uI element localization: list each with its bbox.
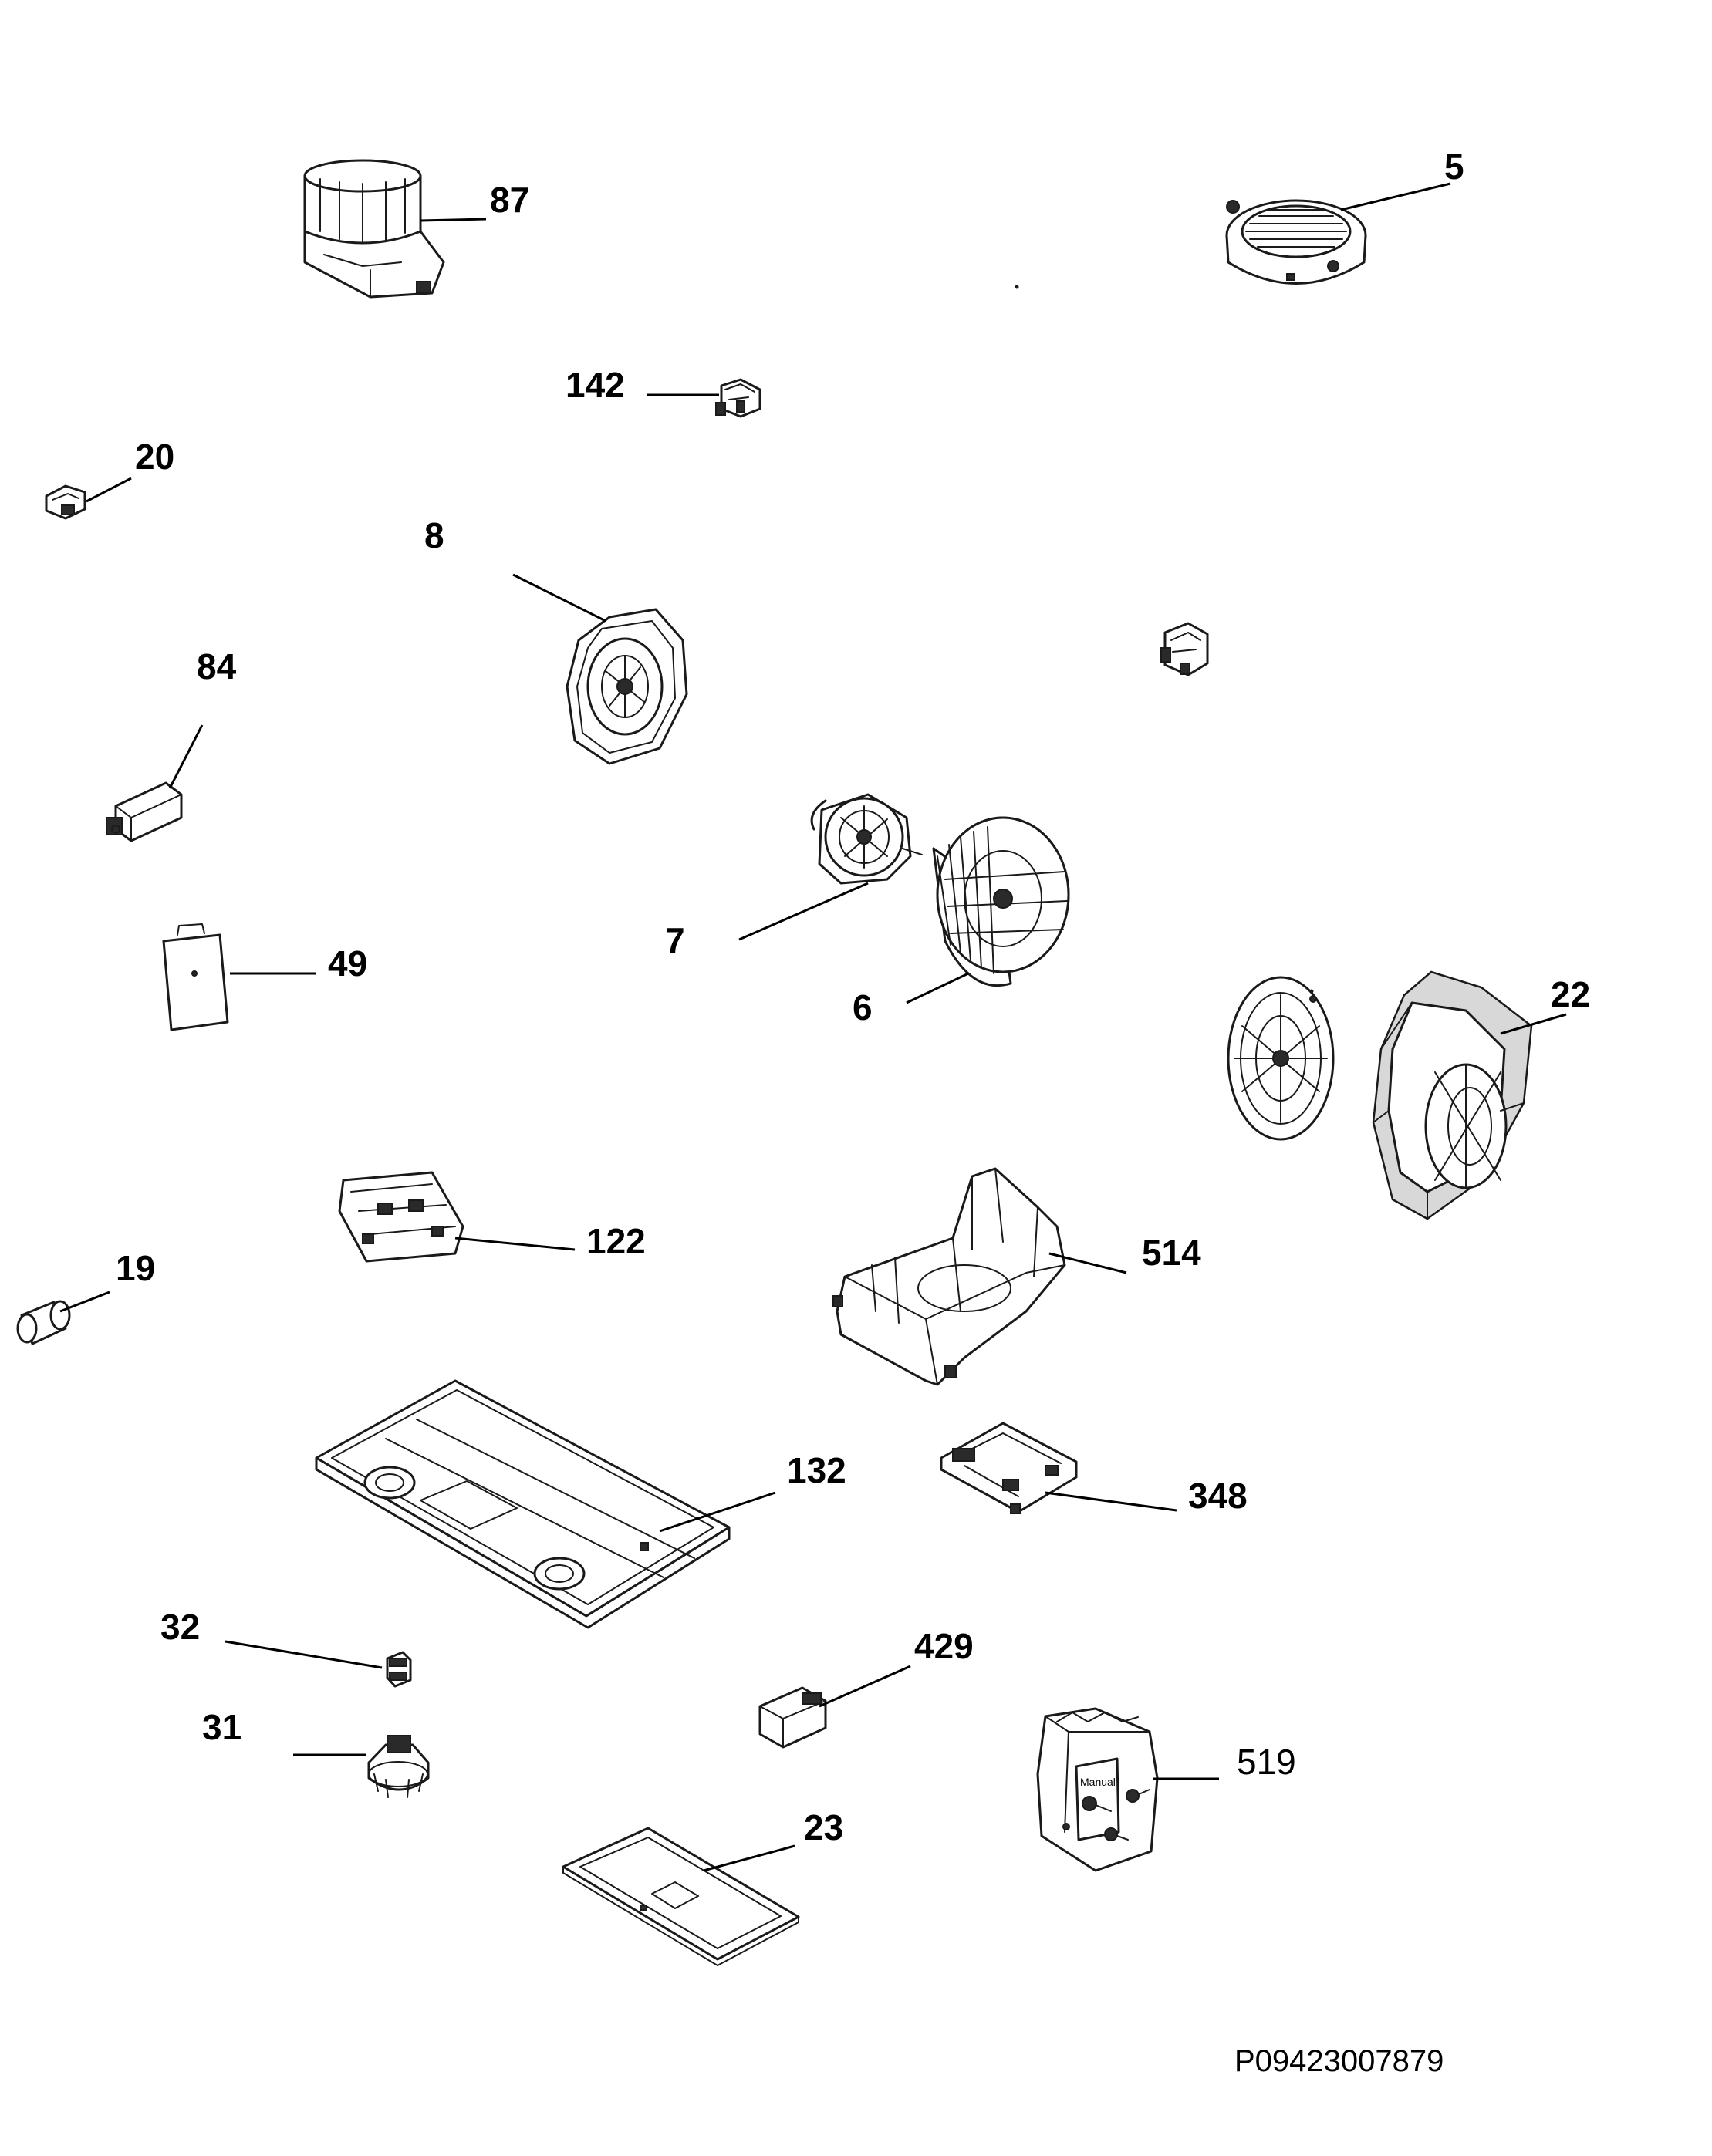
part-23-filter-panel[interactable] bbox=[562, 1827, 800, 1966]
leader-7 bbox=[738, 882, 869, 941]
leader-514 bbox=[1048, 1252, 1127, 1274]
callout-6: 6 bbox=[853, 987, 873, 1027]
leader-5 bbox=[1340, 182, 1451, 211]
part-519-manual-bag[interactable]: Manual bbox=[1036, 1707, 1159, 1872]
leader-20 bbox=[86, 477, 132, 503]
leader-84 bbox=[168, 724, 204, 789]
part-31-led-lamp[interactable] bbox=[367, 1735, 430, 1798]
callout-142: 142 bbox=[566, 365, 625, 405]
part-87-duct-collar[interactable] bbox=[303, 159, 445, 299]
callout-49: 49 bbox=[328, 943, 367, 984]
part-unlabelled-grille[interactable] bbox=[1227, 976, 1335, 1141]
part-19-cylinder[interactable] bbox=[16, 1300, 71, 1345]
callout-19: 19 bbox=[116, 1248, 155, 1288]
callout-23: 23 bbox=[804, 1807, 843, 1847]
part-49-plate[interactable] bbox=[162, 923, 229, 1031]
callout-7: 7 bbox=[665, 920, 685, 960]
callout-8: 8 bbox=[424, 515, 444, 555]
callout-31: 31 bbox=[202, 1707, 241, 1747]
leader-8 bbox=[512, 573, 606, 623]
leader-87 bbox=[420, 218, 487, 222]
leader-122 bbox=[454, 1237, 576, 1251]
callout-87: 87 bbox=[490, 180, 529, 220]
callout-20: 20 bbox=[135, 437, 174, 477]
callout-519: 519 bbox=[1237, 1742, 1296, 1782]
part-84-component-box[interactable] bbox=[106, 781, 183, 842]
part-122-control-module[interactable] bbox=[338, 1171, 464, 1263]
callout-5: 5 bbox=[1444, 147, 1464, 187]
part-132-bottom-panel[interactable] bbox=[315, 1379, 731, 1629]
leader-32 bbox=[225, 1640, 383, 1669]
drawing-code: P09423007879 bbox=[1234, 2044, 1444, 2078]
part-5-round-filter[interactable] bbox=[1225, 199, 1367, 285]
callout-84: 84 bbox=[197, 646, 237, 687]
callout-132: 132 bbox=[787, 1450, 846, 1490]
part-514-blower-housing[interactable] bbox=[832, 1167, 1066, 1386]
leader-19 bbox=[59, 1291, 110, 1313]
leader-348 bbox=[1045, 1491, 1177, 1512]
callout-514: 514 bbox=[1142, 1233, 1201, 1273]
manual-label: Manual bbox=[1080, 1776, 1116, 1788]
part-6-blower-wheel[interactable] bbox=[932, 816, 1070, 987]
drawing-speck bbox=[1015, 285, 1019, 289]
callout-429: 429 bbox=[914, 1626, 974, 1666]
part-unlabelled-clip[interactable] bbox=[1160, 622, 1209, 676]
leader-429 bbox=[819, 1665, 911, 1708]
leader-132 bbox=[659, 1491, 776, 1533]
part-142-clip[interactable] bbox=[715, 378, 761, 418]
callout-32: 32 bbox=[160, 1607, 200, 1647]
leader-22 bbox=[1500, 1013, 1567, 1035]
part-8-motor-plate[interactable] bbox=[566, 608, 688, 765]
leader-23 bbox=[703, 1844, 795, 1872]
drawing-speck bbox=[1309, 989, 1314, 994]
part-7-motor[interactable] bbox=[810, 793, 923, 885]
part-32-lamp-holder[interactable] bbox=[386, 1651, 412, 1688]
part-429-box[interactable] bbox=[758, 1686, 827, 1749]
part-22-carbon-filter[interactable] bbox=[1372, 970, 1533, 1220]
leader-6 bbox=[906, 972, 969, 1004]
part-20-bracket[interactable] bbox=[45, 484, 86, 520]
part-348-board-holder[interactable] bbox=[940, 1422, 1078, 1514]
callout-122: 122 bbox=[586, 1221, 646, 1261]
callout-22: 22 bbox=[1551, 974, 1590, 1014]
callout-348: 348 bbox=[1188, 1476, 1248, 1516]
